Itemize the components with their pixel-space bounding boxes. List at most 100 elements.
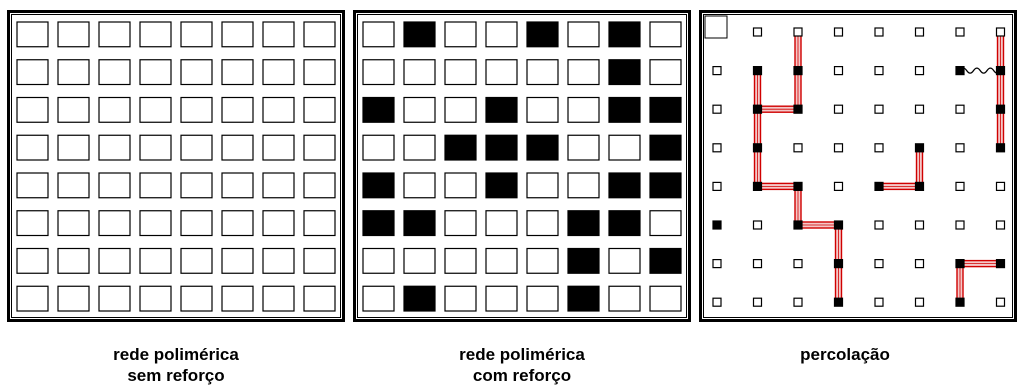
polymer-node (916, 105, 924, 113)
filler-cell (527, 135, 558, 160)
filler-cell (609, 173, 640, 198)
caption-sem-reforco: rede polimérica sem reforço (11, 344, 341, 386)
polymer-cell (140, 98, 171, 123)
polymer-cell (445, 98, 476, 123)
polymer-node (956, 221, 964, 229)
filler-cell (568, 249, 599, 274)
polymer-cell (17, 22, 48, 47)
filler-cell (363, 98, 394, 123)
polymer-node (835, 105, 843, 113)
polymer-cell (99, 286, 130, 311)
polymer-cell (263, 173, 294, 198)
polymer-cell (140, 249, 171, 274)
polymer-cell (404, 135, 435, 160)
polymer-cell (17, 60, 48, 85)
caption-line-1: rede polimérica (11, 344, 341, 365)
filler-node (754, 182, 762, 190)
polymer-cell (568, 173, 599, 198)
polymer-cell (363, 22, 394, 47)
polymer-node (916, 221, 924, 229)
polymer-cell (181, 173, 212, 198)
filler-cell (650, 173, 681, 198)
polymer-cell (445, 60, 476, 85)
polymer-node (997, 182, 1005, 190)
polymer-cell (17, 135, 48, 160)
filler-node (997, 260, 1005, 268)
polymer-cell (304, 22, 335, 47)
polymer-cell (58, 211, 89, 236)
polymer-cell (181, 211, 212, 236)
polymer-cell (58, 286, 89, 311)
polymer-cell (568, 135, 599, 160)
filler-cell (486, 135, 517, 160)
filler-cell (568, 286, 599, 311)
polymer-cell (304, 249, 335, 274)
filler-node (794, 221, 802, 229)
polymer-node (997, 221, 1005, 229)
polymer-cell (486, 249, 517, 274)
filler-cell (486, 98, 517, 123)
polymer-node (835, 182, 843, 190)
filler-node (754, 144, 762, 152)
polymer-node (794, 298, 802, 306)
polymer-node (875, 298, 883, 306)
polymer-cell (527, 249, 558, 274)
filler-node (997, 67, 1005, 75)
corner-cell (705, 16, 727, 38)
polymer-cell (445, 22, 476, 47)
filler-node (835, 221, 843, 229)
polymer-cell (263, 98, 294, 123)
polymer-node (713, 260, 721, 268)
polymer-node (956, 182, 964, 190)
polymer-cell (527, 286, 558, 311)
filler-cell (486, 173, 517, 198)
polymer-cell (181, 22, 212, 47)
caption-line-1: percolação (680, 344, 1010, 365)
polymer-node (875, 221, 883, 229)
polymer-cell (99, 173, 130, 198)
filler-node (875, 182, 883, 190)
polymer-cell (181, 249, 212, 274)
polymer-cell (263, 135, 294, 160)
polymer-cell (181, 286, 212, 311)
polymer-node (956, 105, 964, 113)
polymer-cell (445, 173, 476, 198)
polymer-node (713, 298, 721, 306)
polymer-cell (222, 135, 253, 160)
polymer-cell (263, 249, 294, 274)
percolation-panel (699, 10, 1017, 322)
panel-frame (701, 12, 1016, 321)
polymer-cell (181, 98, 212, 123)
polymer-cell (17, 249, 48, 274)
polymer-cell (304, 211, 335, 236)
polymer-cell (222, 60, 253, 85)
polymer-node (754, 221, 762, 229)
polymer-cell (650, 286, 681, 311)
filler-cell (650, 249, 681, 274)
polymer-cell (527, 173, 558, 198)
filler-cell (568, 211, 599, 236)
polymer-cell (17, 98, 48, 123)
polymer-cell (263, 286, 294, 311)
polymer-cell (650, 60, 681, 85)
filler-cell (609, 22, 640, 47)
polymer-cell (486, 60, 517, 85)
filler-cell (445, 135, 476, 160)
polymer-node (794, 28, 802, 36)
grid-panel-com-reforco (353, 10, 691, 322)
filler-cell (404, 211, 435, 236)
polymer-cell (58, 249, 89, 274)
polymer-cell (58, 98, 89, 123)
polymer-node (875, 260, 883, 268)
filler-cell (527, 22, 558, 47)
polymer-node (835, 144, 843, 152)
polymer-cell (99, 135, 130, 160)
polymer-node (794, 144, 802, 152)
polymer-cell (609, 286, 640, 311)
filler-cell (404, 22, 435, 47)
polymer-cell (404, 60, 435, 85)
panel-frame (355, 12, 690, 321)
polymer-cell (222, 22, 253, 47)
filler-cell (609, 211, 640, 236)
polymer-node (754, 28, 762, 36)
